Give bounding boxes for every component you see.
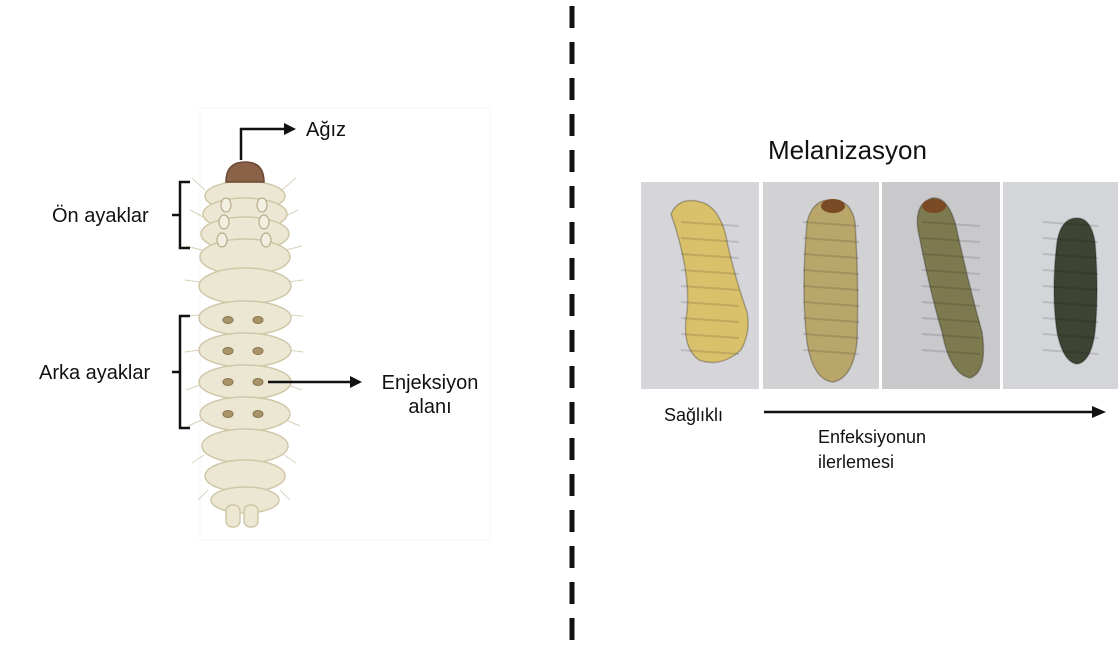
larva-photo-drawing [641, 182, 759, 389]
larva-body-segment [199, 301, 291, 335]
larva-photo-drawing [1003, 182, 1118, 389]
photo-advanced-melanized-larva [882, 182, 1000, 389]
progression-arrow [762, 402, 1112, 422]
back-legs-bracket [172, 316, 190, 428]
larva-head [821, 199, 845, 213]
larva-photo-drawing [882, 182, 1000, 389]
larva-photo-drawing [763, 182, 879, 389]
front-legs-bracket [172, 182, 190, 248]
larva-body-segment [200, 397, 290, 431]
injection-site-label: Enjeksiyon alanı [370, 372, 490, 418]
larva-illustration [0, 0, 560, 650]
dashed-divider [565, 0, 579, 650]
larva-body-segment [202, 429, 288, 463]
melanization-photo-strip [641, 182, 1118, 389]
progression-label-line1: Enfeksiyonun [818, 426, 926, 448]
photo-fully-melanized-larva [1003, 182, 1118, 389]
larva-body-segment [199, 268, 291, 304]
mouth-arrow [241, 123, 296, 160]
injection-label-line2: alanı [370, 396, 490, 418]
progression-label: Enfeksiyonun ilerlemesi [818, 426, 926, 473]
progression-label-line2: ilerlemesi [818, 451, 926, 473]
photo-healthy-larva [641, 182, 759, 389]
injection-label-line1: Enjeksiyon [370, 372, 490, 394]
larva-head [226, 162, 264, 182]
larva-body-segment [199, 333, 291, 367]
panel-title: Melanizasyon [768, 135, 927, 165]
front-legs-label: Ön ayaklar [52, 205, 149, 227]
larva-body [804, 200, 858, 382]
mouth-label: Ağız [306, 119, 346, 141]
back-legs-label: Arka ayaklar [39, 362, 150, 384]
larva-anatomy-diagram: Ağız Ön ayaklar Arka ayaklar Enjeksiyon … [0, 0, 560, 650]
photo-early-melanized-larva [763, 182, 879, 389]
larva-head [922, 199, 946, 213]
healthy-label: Sağlıklı [664, 404, 723, 426]
